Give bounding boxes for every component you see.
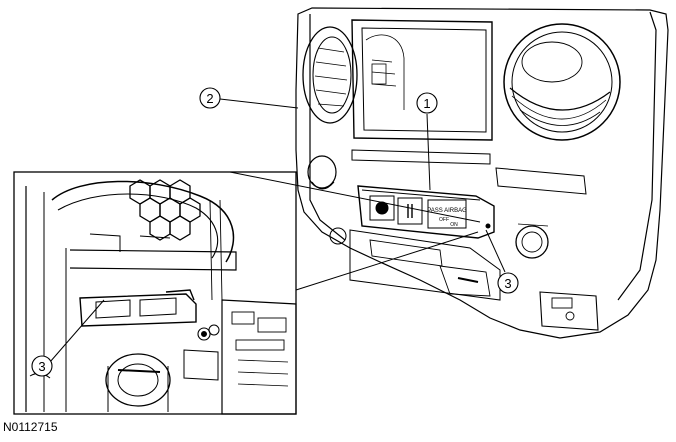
pass-airbag-label: PASS AIRBAG [427, 208, 467, 214]
callout-3-inset: 3 [31, 299, 105, 377]
connector-body [79, 293, 197, 327]
callout-3-inset-label: 3 [38, 359, 45, 374]
callout-1-label: 1 [423, 96, 430, 111]
center-display-opening [351, 19, 493, 141]
callout-2-label: 2 [206, 91, 213, 106]
callout-2: 2 [199, 87, 299, 109]
switch-module: PASS AIRBAG OFF ON [357, 185, 495, 239]
magnification-lines [229, 171, 481, 291]
callout-3-main-label: 3 [504, 276, 511, 291]
left-air-vent [302, 26, 358, 124]
figure-reference-code: N0112715 [3, 420, 58, 434]
inset-artwork [25, 179, 297, 415]
dashboard-bezel [295, 7, 669, 339]
inset-frame [13, 171, 297, 415]
callout-3-main: 3 [485, 229, 519, 294]
lower-controls [329, 223, 599, 331]
airbag-off-label: OFF [439, 217, 449, 223]
left-knob-recess [307, 155, 337, 190]
detail-inset [13, 171, 297, 415]
airbag-on-label: ON [450, 222, 458, 228]
right-air-vent [503, 23, 621, 141]
honeycomb-mesh [129, 179, 201, 241]
center-slot [351, 149, 587, 195]
callout-1: 1 [416, 92, 438, 191]
